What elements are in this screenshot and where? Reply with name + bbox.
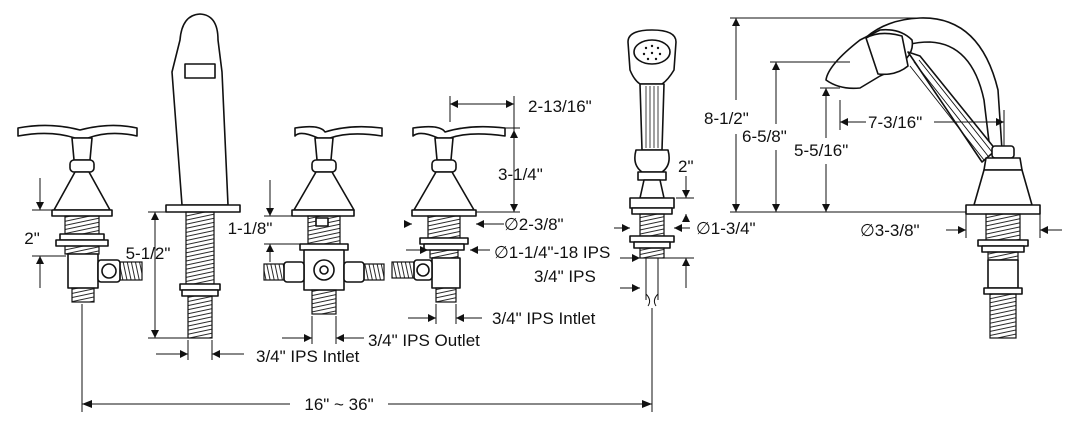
right-valve — [391, 125, 506, 303]
height-3-label: 5-5/16" — [794, 141, 848, 160]
base-diameter-label: ∅2-3/8" — [504, 215, 564, 234]
tub-spout-side-view — [825, 17, 1041, 339]
handshower — [627, 29, 677, 307]
handshower-height-label: 2" — [678, 157, 694, 176]
diverter-outlet-label: 3/4" IPS Outlet — [368, 331, 480, 350]
spout — [165, 13, 241, 339]
handshower-base-label: ∅1-3/4" — [696, 219, 756, 238]
left-valve — [17, 124, 143, 303]
shank-thread-label: ∅1-1/4"-18 IPS — [494, 243, 610, 262]
diverter-height-label: 1-1/8" — [228, 219, 273, 238]
height-2-label: 6-5/8" — [742, 127, 787, 146]
reach-label: 7-3/16" — [868, 113, 922, 132]
dimension-lines — [32, 17, 1062, 412]
valve-height-label: 2" — [24, 229, 40, 248]
spread-label: 16" ~ 36" — [304, 395, 373, 414]
tub-spout-base-label: ∅3-3/8" — [860, 221, 920, 240]
handle-height-label: 3-1/4" — [498, 165, 543, 184]
diverter-valve — [263, 125, 385, 315]
valve-inlet-label: 3/4" IPS Intlet — [492, 309, 596, 328]
handshower-ips-label: 3/4" IPS — [534, 267, 596, 286]
handle-reach-label: 2-13/16" — [528, 97, 592, 116]
spout-inlet-label: 3/4" IPS Intlet — [256, 347, 360, 366]
spout-height-label: 5-1/2" — [126, 244, 171, 263]
overall-height-label: 8-1/2" — [704, 109, 749, 128]
dimension-labels: 2" 5-1/2" 3/4" IPS Intlet 1-1/8" 3/4" IP… — [24, 97, 922, 414]
